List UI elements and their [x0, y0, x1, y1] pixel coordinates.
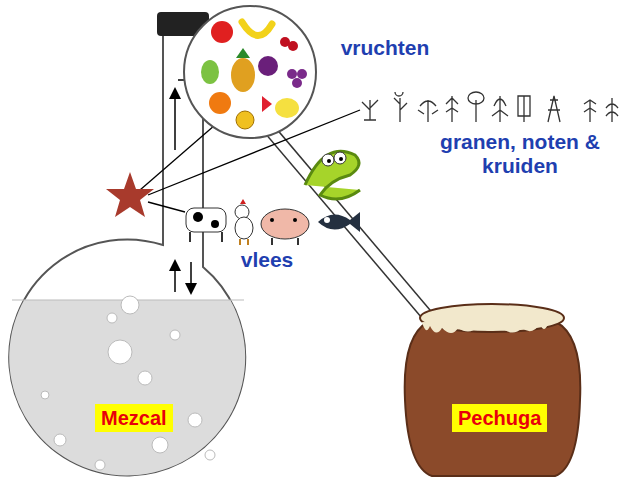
star	[106, 172, 154, 217]
group-label: vruchten	[330, 36, 440, 60]
animals	[186, 199, 360, 245]
lizard	[305, 151, 360, 199]
fruit-circle	[184, 6, 316, 138]
group-label: granen, noten & kruiden	[440, 130, 600, 178]
product-name: Pechuga	[458, 406, 541, 430]
product-name: Mezcal	[101, 406, 167, 430]
product-box: Pechuga	[452, 404, 547, 432]
product-box: Mezcal	[95, 404, 173, 432]
group-label: vlees	[232, 248, 302, 272]
leader-lines	[140, 110, 360, 212]
flask	[9, 12, 245, 475]
clay-pot	[405, 304, 581, 476]
condenser-tube	[203, 42, 452, 344]
herbs-icons	[362, 92, 618, 122]
vapour-arrows	[175, 80, 198, 292]
bubbles	[41, 296, 215, 470]
